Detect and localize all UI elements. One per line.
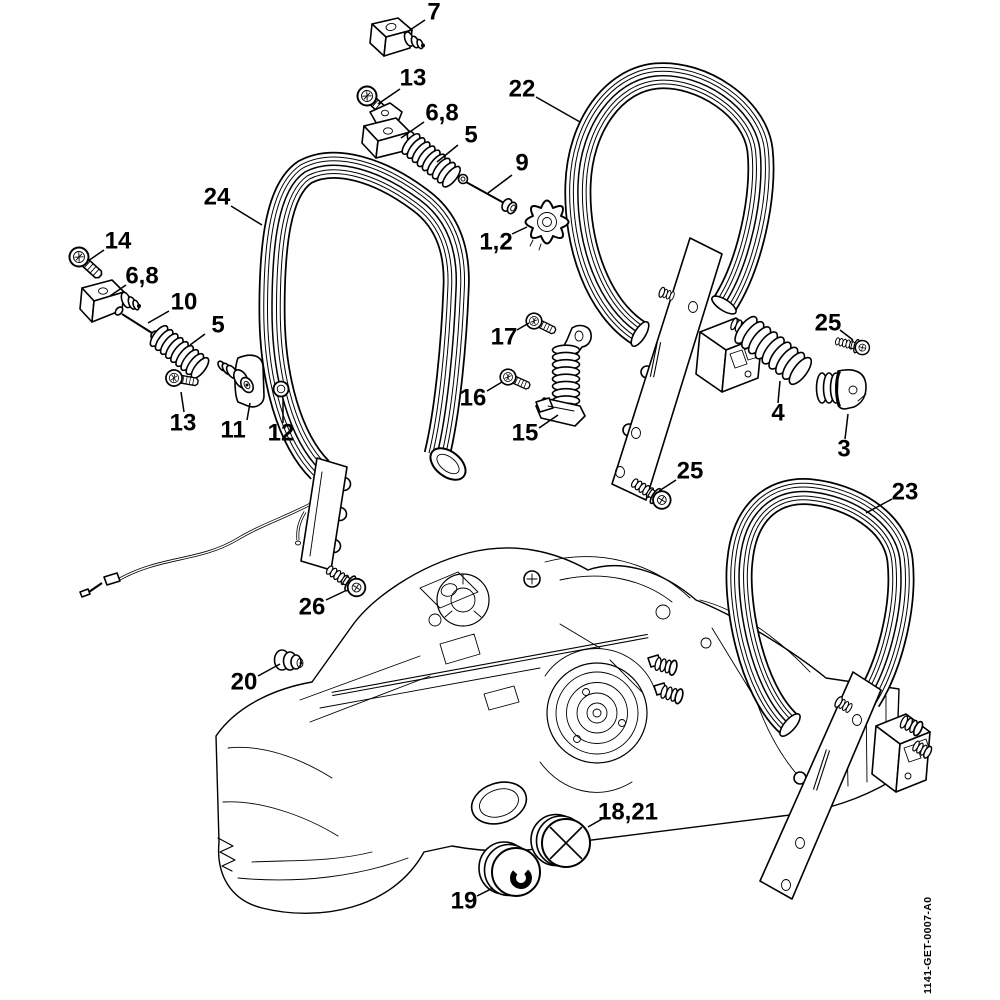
leader-line-14 xyxy=(87,249,105,262)
handlebar-22-mount-bar xyxy=(611,237,723,501)
part-20-plug xyxy=(273,649,304,671)
leader-line-5 xyxy=(436,144,459,163)
tank-handle xyxy=(217,746,409,881)
leader-line-18-21 xyxy=(587,818,603,828)
callout-label-25: 25 xyxy=(677,458,704,485)
spring-4 xyxy=(734,315,813,386)
callout-label-19: 19 xyxy=(451,888,478,915)
crankcase-opening xyxy=(470,781,528,825)
screw-17 xyxy=(522,309,560,340)
leader-line-9 xyxy=(487,174,513,194)
leader-line-25 xyxy=(839,329,854,341)
part-11-mount xyxy=(217,354,265,408)
screw-26 xyxy=(321,560,370,601)
callout-label-3: 3 xyxy=(837,436,850,463)
part-9-rod xyxy=(457,173,518,215)
leader-line-25 xyxy=(658,479,677,492)
screw-16 xyxy=(496,365,534,395)
callout-label-16: 16 xyxy=(460,385,487,412)
leader-line-24 xyxy=(230,205,263,226)
part-68-left-clamp xyxy=(79,279,141,323)
oil-pump-boss xyxy=(436,573,490,627)
spring-5-left xyxy=(149,324,210,380)
handlebar-23-bracket xyxy=(871,713,934,793)
leader-line-6-8 xyxy=(109,284,127,297)
handlebar-22 xyxy=(578,76,772,501)
leader-line-11 xyxy=(246,402,251,421)
leader-line-13 xyxy=(377,88,401,105)
handlebar-23-mount-bar xyxy=(759,671,882,900)
callout-label-20: 20 xyxy=(231,669,258,696)
leader-line-17 xyxy=(516,322,530,331)
leader-line-20 xyxy=(257,663,281,677)
callout-label-13: 13 xyxy=(170,410,197,437)
carburetor xyxy=(419,571,479,609)
leader-line-10 xyxy=(147,310,170,324)
spike-bumper xyxy=(217,837,236,872)
leader-line-4 xyxy=(777,380,781,404)
leader-line-19 xyxy=(476,887,494,897)
callout-label-15: 15 xyxy=(512,420,539,447)
screw-14 xyxy=(64,242,108,285)
callout-label-4: 4 xyxy=(771,400,785,427)
callout-label-22: 22 xyxy=(509,76,536,103)
callout-label-5: 5 xyxy=(211,312,224,339)
engine-stud-bolts xyxy=(647,654,686,706)
callout-label-7: 7 xyxy=(427,0,440,26)
part-19-buffer xyxy=(478,841,541,897)
callout-label-24: 24 xyxy=(204,184,231,211)
starter-cover-arc xyxy=(544,556,691,599)
leader-line-26 xyxy=(325,590,346,601)
callout-label-6-8: 6,8 xyxy=(125,263,158,290)
callout-label-26: 26 xyxy=(299,594,326,621)
drawing-number: 1141-GET-0007-A0 xyxy=(922,897,934,994)
leader-line-13 xyxy=(180,391,185,413)
callout-label-1-2: 1,2 xyxy=(479,229,512,256)
leader-line-5 xyxy=(189,333,206,346)
screw-25-right xyxy=(833,333,872,357)
leader-line-1-2 xyxy=(511,226,528,235)
callout-label-6-8: 6,8 xyxy=(425,100,458,127)
part-3-plug xyxy=(815,369,867,410)
callout-label-13: 13 xyxy=(400,65,427,92)
part-1821-buffer xyxy=(530,813,591,868)
bar-stud xyxy=(657,286,677,303)
handlebar-23 xyxy=(739,492,934,900)
callout-label-25: 25 xyxy=(815,310,842,337)
starter-cover-arc2 xyxy=(559,575,673,603)
callout-label-10: 10 xyxy=(171,289,198,316)
callout-label-11: 11 xyxy=(220,417,245,444)
callout-label-17: 17 xyxy=(491,324,518,351)
part-12-ring xyxy=(272,380,290,398)
crankcase-opening-inner xyxy=(479,788,519,818)
part-15-spring-assembly xyxy=(535,324,592,427)
callout-label-5: 5 xyxy=(464,122,477,149)
handlebar-24-crossbar-end xyxy=(429,447,467,481)
engine-silhouette xyxy=(215,547,900,914)
grip-end-cap xyxy=(779,713,801,737)
leader-line-23 xyxy=(865,498,893,514)
leader-line-15 xyxy=(538,414,559,429)
callout-label-14: 14 xyxy=(105,228,132,255)
engine-assembly xyxy=(215,547,900,914)
part-7-clamp xyxy=(369,17,425,57)
leader-line-16 xyxy=(486,381,503,392)
callout-label-12: 12 xyxy=(268,420,295,447)
leader-line-22 xyxy=(535,96,581,123)
leader-line-6-8 xyxy=(400,121,425,139)
part-12-star-gear xyxy=(524,199,570,251)
grip-end-cap xyxy=(711,295,737,315)
grip-end-cap xyxy=(630,320,650,348)
cable-tip xyxy=(79,588,91,598)
throttle-cable xyxy=(79,498,319,598)
clutch-drum xyxy=(544,648,656,764)
leader-line-3 xyxy=(844,413,849,440)
callout-label-23: 23 xyxy=(892,479,919,506)
callout-label-18-21: 18,21 xyxy=(598,799,658,826)
cable-connector xyxy=(103,572,121,586)
callout-label-9: 9 xyxy=(515,150,528,177)
leader-line-7 xyxy=(403,19,426,35)
